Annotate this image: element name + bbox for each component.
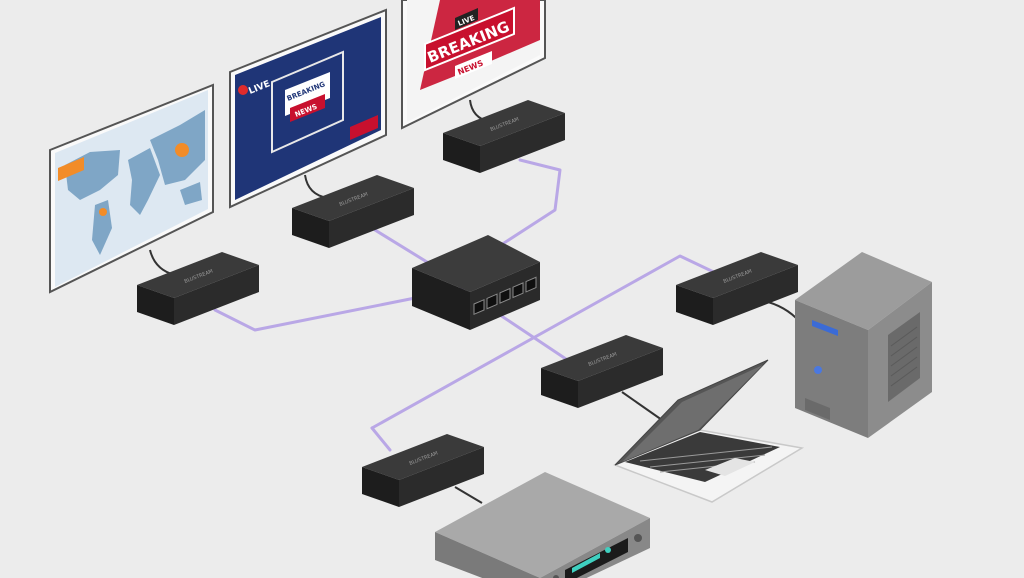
breaking-red-screen: LIVE BREAKING NEWS: [401, 0, 546, 130]
map-hotspot-asia: [175, 143, 189, 157]
ethernet-port: [473, 298, 485, 316]
desktop-tower-icon: [795, 252, 932, 438]
extender-laptop-source: BLUSTREAM: [541, 335, 663, 408]
laptop-icon: [612, 359, 805, 503]
av-receiver-icon: [435, 472, 650, 578]
extender-map-screen: BLUSTREAM: [137, 252, 259, 325]
blue-screen-headline-plate: [285, 72, 330, 116]
switch-ports: [473, 276, 537, 316]
network-switch: [412, 235, 540, 330]
extender-av-source: BLUSTREAM: [362, 434, 484, 507]
power-button-icon: [814, 366, 822, 374]
cable-switch-to-laptop-extender: [498, 313, 577, 367]
map-hotspot-americas: [99, 208, 107, 216]
cable-av-receiver: [454, 486, 483, 504]
cable-switch-to-left-extender: [213, 283, 482, 332]
red-screen-headline-plate: [424, 6, 515, 72]
map-callout-badge: [58, 157, 84, 181]
ethernet-port: [525, 276, 537, 293]
extender-blue-screen: BLUSTREAM: [292, 175, 414, 248]
cable-blue-screen: [304, 174, 329, 199]
map-display-screen: [49, 83, 214, 294]
extender-group: BLUSTREAMBLUSTREAMBLUSTREAMBLUSTREAMBLUS…: [137, 100, 798, 507]
ethernet-port: [512, 282, 524, 299]
cable-network-to-pc-extender: [370, 254, 722, 430]
ethernet-port: [486, 293, 498, 310]
broadcast-blue-screen: LIVE BREAKING NEWS: [229, 8, 387, 209]
ethernet-port: [499, 287, 511, 304]
cable-network-to-av-extender: [370, 426, 392, 452]
cable-laptop: [621, 391, 663, 421]
live-dot-icon: [238, 85, 248, 95]
blue-screen-ticker: [350, 115, 378, 140]
cable-map-screen: [149, 249, 176, 276]
extender-pc-source: BLUSTREAM: [676, 252, 798, 325]
extender-red-screen: BLUSTREAM: [443, 100, 565, 173]
cable-switch-to-right-extender: [468, 158, 562, 267]
